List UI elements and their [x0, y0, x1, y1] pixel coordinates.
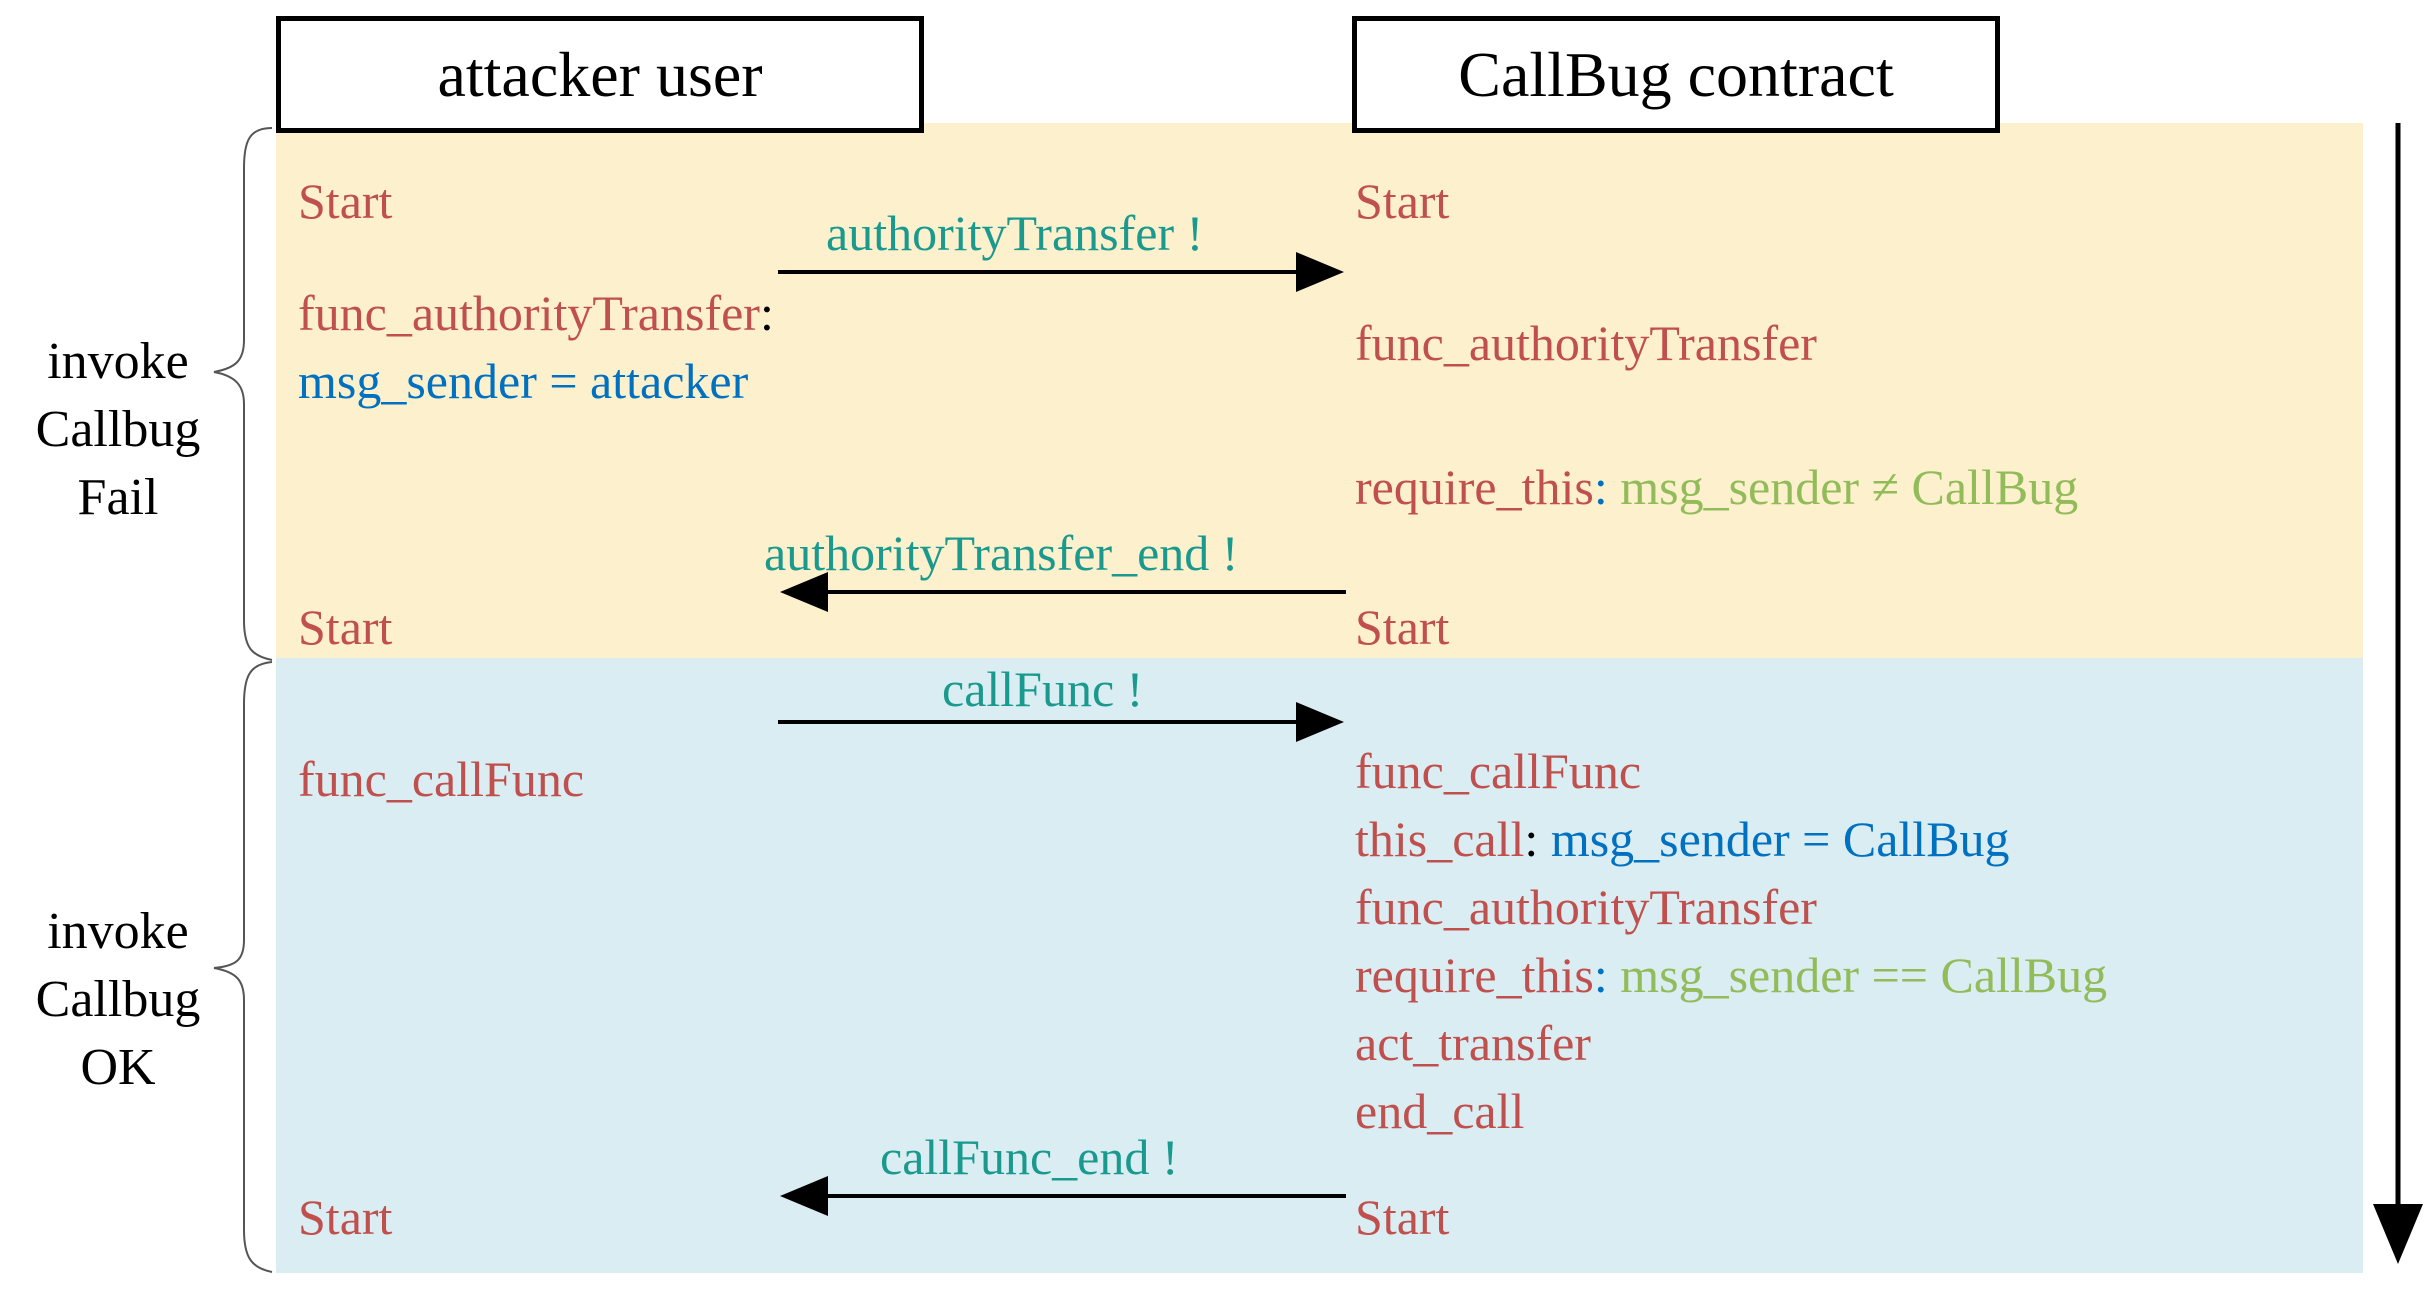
contract-this-call: this_call: msg_sender = CallBug: [1355, 814, 2010, 864]
attacker-func-authority: func_authorityTransfer: [298, 285, 760, 341]
this-call-colon: :: [1524, 811, 1539, 867]
ok-group-brace: [213, 661, 273, 1273]
contract-act-transfer: act_transfer: [1355, 1015, 1591, 1071]
fail-phase-band: [276, 123, 2363, 658]
require-colon-2: :: [1593, 947, 1608, 1003]
ok-group-label: invoke Callbug OK: [35, 903, 201, 1096]
call-func-end-message: callFunc_end !: [880, 1129, 1179, 1185]
authority-transfer-end-message: authorityTransfer_end !: [764, 525, 1239, 581]
attacker-func-callfunc: func_callFunc: [298, 751, 585, 807]
require-condition-2: msg_sender == CallBug: [1620, 947, 2108, 1003]
attacker-func-authority-line: func_authorityTransfer:: [298, 288, 774, 338]
contract-func-authority-1: func_authorityTransfer: [1355, 315, 1817, 371]
contract-start-3: Start: [1355, 1189, 1450, 1245]
callbug-contract-header: CallBug contract: [1352, 16, 2000, 133]
contract-func-callfunc: func_callFunc: [1355, 743, 1642, 799]
require-this-2: require_this: [1355, 947, 1594, 1003]
require-condition-1: msg_sender ≠ CallBug: [1620, 459, 2079, 515]
attacker-start-1: Start: [298, 173, 393, 229]
attacker-msg-sender: msg_sender = attacker: [298, 353, 749, 409]
fail-group-label: invoke Callbug Fail: [35, 333, 201, 526]
ok-phase-band: [276, 658, 2363, 1273]
attacker-func-authority-colon: :: [759, 285, 774, 341]
require-this-1: require_this: [1355, 459, 1594, 515]
contract-require-2: require_this: msg_sender == CallBug: [1355, 950, 2107, 1000]
attacker-user-header: attacker user: [276, 16, 924, 133]
contract-start-1: Start: [1355, 173, 1450, 229]
this-call-value: msg_sender = CallBug: [1550, 811, 2010, 867]
contract-start-2: Start: [1355, 599, 1450, 655]
authority-transfer-message: authorityTransfer !: [826, 205, 1204, 261]
time-order-label: Time Order: [2384, 548, 2426, 868]
call-func-message: callFunc !: [942, 661, 1144, 717]
contract-require-1: require_this: msg_sender ≠ CallBug: [1355, 462, 2078, 512]
fail-group-brace: [213, 127, 273, 661]
contract-end-call: end_call: [1355, 1083, 1525, 1139]
attacker-start-3: Start: [298, 1189, 393, 1245]
contract-func-authority-2: func_authorityTransfer: [1355, 879, 1817, 935]
this-call-label: this_call: [1355, 811, 1525, 867]
attacker-start-2: Start: [298, 599, 393, 655]
require-colon-1: :: [1593, 459, 1608, 515]
